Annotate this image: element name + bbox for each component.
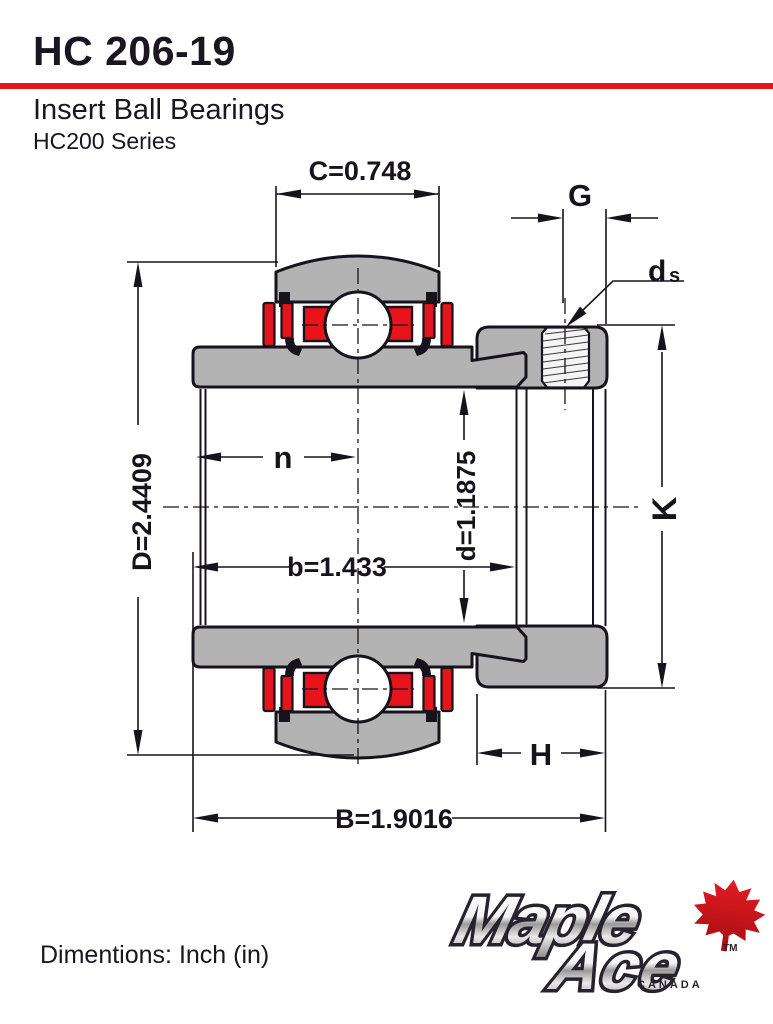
dim-label-ds: d [648,255,666,288]
dim-label-h: H [530,737,552,772]
dim-label-d-outer: D=2.4409 [127,453,157,571]
brand-logo: Maple Ace TM CANADA [445,879,766,1007]
dim-label-b-total: B=1.9016 [335,804,453,834]
logo-trademark: TM [723,943,737,954]
logo-word-maple: Maple [448,883,647,958]
red-divider [0,83,773,89]
page-title: HC 206-19 [33,28,236,74]
sleeve-top-section [191,345,528,389]
seal-anchor-slots [279,292,437,722]
logo-country: CANADA [637,979,703,991]
subtitle: Insert Ball Bearings [33,94,285,126]
series-label: HC200 Series [33,128,177,154]
inner-ring-sleeve [191,345,528,669]
dim-label-k: K [646,496,684,521]
dim-label-ds-sub: s [669,265,680,287]
dim-label-d-bore: d=1.1875 [451,451,481,562]
maple-leaf-icon [693,879,766,952]
centerlines [163,268,643,768]
units-note: Dimentions: Inch (in) [40,941,270,969]
dim-label-c: C=0.748 [309,156,412,186]
seals [262,301,454,713]
dim-label-b: b=1.433 [287,552,387,582]
dim-label-n: n [274,440,293,475]
dim-label-g: G [568,178,592,213]
logo-word-ace: Ace [542,930,689,1004]
dimension-lines [127,186,684,832]
